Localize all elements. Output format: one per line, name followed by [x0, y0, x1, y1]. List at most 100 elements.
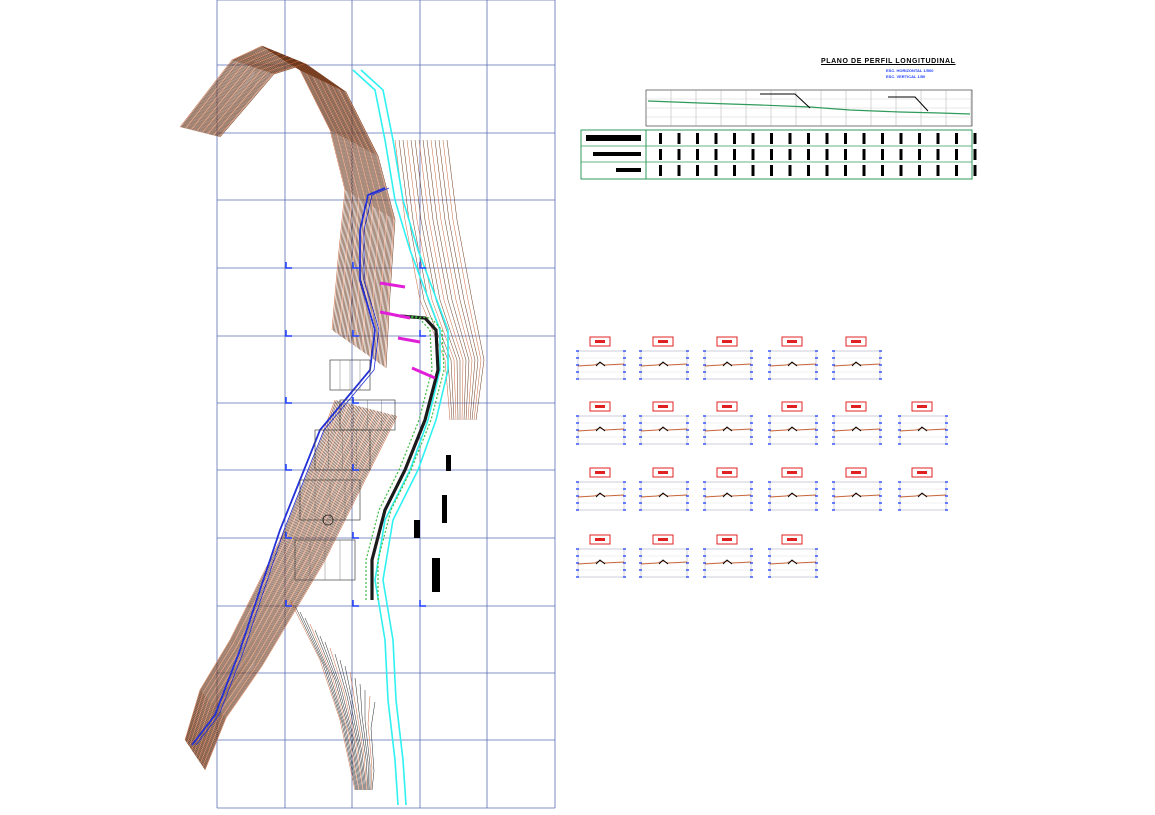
contour-line	[438, 139, 479, 421]
contour-line	[213, 60, 388, 362]
contour-line	[198, 54, 369, 348]
cross-section	[832, 401, 882, 445]
section-structure	[595, 426, 606, 432]
table-cell-value	[696, 165, 699, 176]
contour-line	[189, 403, 351, 748]
profile-scale-vertical: ESC. VERTICAL 1/50	[886, 74, 926, 79]
longitudinal-profile	[580, 89, 977, 180]
table-cell-value	[844, 149, 847, 160]
contour-line	[204, 56, 377, 354]
table-cell-value	[825, 133, 829, 144]
contour-line	[192, 405, 359, 752]
section-label-box	[652, 401, 674, 412]
contour-line	[319, 635, 362, 791]
section-label-box	[716, 467, 738, 478]
contour-line	[294, 605, 357, 791]
section-structure	[851, 361, 862, 367]
contour-line	[200, 412, 385, 765]
section-structure	[787, 426, 798, 432]
sheet-corner-mark	[285, 330, 292, 337]
section-ground	[833, 493, 881, 498]
section-ground	[640, 493, 688, 498]
section-label	[722, 405, 732, 408]
contour-line	[349, 671, 368, 791]
contour-line	[187, 402, 345, 745]
cross-section	[703, 336, 753, 380]
section-label	[595, 471, 605, 474]
table-cell-value	[936, 133, 940, 144]
profile-ground-line	[647, 100, 971, 115]
cross-section	[639, 467, 689, 511]
section-ground	[640, 560, 688, 565]
contour-line	[364, 690, 371, 790]
table-row-label	[616, 168, 641, 172]
contour-line	[203, 414, 394, 769]
contour-line	[205, 57, 378, 355]
contour-line	[398, 139, 453, 421]
section-structure	[595, 492, 606, 498]
section-structure	[851, 426, 862, 432]
table-cell-value	[696, 133, 699, 144]
section-label	[722, 538, 732, 541]
contour-line	[299, 611, 358, 791]
table-cell-value	[696, 149, 699, 160]
contour-line	[203, 415, 395, 769]
contour-line	[192, 51, 362, 343]
contour-line	[188, 49, 356, 338]
contour-line	[218, 63, 395, 368]
contour-line	[194, 408, 367, 756]
sheet-corner-mark	[285, 262, 292, 269]
contour-line	[334, 653, 365, 791]
sheet-corner-mark	[419, 330, 426, 337]
contour-line	[202, 414, 391, 767]
section-label-box	[589, 534, 611, 545]
section-label	[658, 340, 668, 343]
contour-line	[190, 50, 359, 340]
contour-line	[203, 56, 376, 353]
section-ground	[769, 493, 817, 498]
contour-line	[219, 63, 396, 369]
section-marker	[411, 366, 436, 380]
sheet-corner-mark	[285, 464, 292, 471]
contour-line	[195, 408, 370, 757]
label-block	[446, 455, 451, 471]
section-label	[658, 471, 668, 474]
cross-section	[898, 467, 948, 511]
contour-line	[289, 599, 356, 791]
contour-line	[217, 62, 393, 367]
contour-line	[201, 413, 387, 765]
road-edge-green	[365, 315, 433, 600]
profile-scale-horizontal: ESC. HORIZONTAL 1/500	[886, 68, 934, 73]
cross-section	[576, 401, 626, 445]
cross-section	[768, 534, 818, 578]
contour-line	[192, 406, 361, 753]
contour-line	[190, 404, 355, 750]
table-cell-value	[770, 133, 773, 144]
contour-line	[194, 52, 364, 345]
contour-line	[204, 415, 398, 771]
contour-line	[199, 411, 381, 763]
contour-line	[184, 47, 352, 335]
table-cell-value	[899, 165, 903, 176]
contour-line	[426, 139, 470, 421]
section-ground	[640, 362, 688, 367]
table-cell-value	[807, 165, 810, 176]
table-cell-value	[733, 149, 736, 160]
sheet-corner-mark	[352, 464, 359, 471]
section-label-box	[716, 534, 738, 545]
section-label	[917, 405, 927, 408]
sheet-corner-mark	[285, 397, 292, 404]
section-label-box	[781, 534, 803, 545]
table-cell-value	[844, 165, 847, 176]
table-cell-value	[770, 165, 773, 176]
section-structure	[787, 559, 798, 565]
section-label	[787, 340, 797, 343]
contour-line	[200, 54, 371, 350]
section-structure	[917, 426, 928, 432]
contour-line	[418, 139, 464, 421]
table-cell-value	[807, 133, 810, 144]
cross-section	[576, 467, 626, 511]
section-ground	[577, 560, 625, 565]
table-cell-value	[714, 149, 718, 160]
contour-line	[204, 415, 396, 770]
